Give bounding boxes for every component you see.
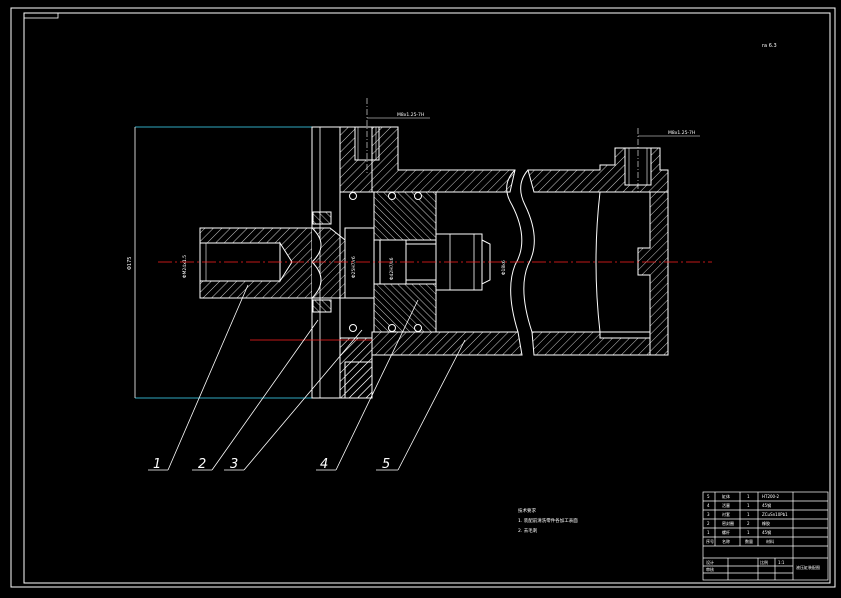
title-block-scale-label: 比例 (760, 559, 768, 565)
callout-1: 1 (153, 457, 161, 472)
screw: ΦM24x1.5 Φ25H7/r6 (182, 227, 375, 299)
tap-left-label: M8x1.25-7H (397, 112, 424, 118)
row-5-name: 缸体 (722, 493, 730, 499)
piston: Φ42H7/k6 (373, 191, 437, 333)
row-5-mat: HT200-2 (762, 494, 780, 499)
row-4-name: 活塞 (722, 502, 730, 508)
callout-4: 4 (320, 457, 328, 472)
callout-2: 2 (198, 457, 206, 472)
tap-right-label: M8x1.25-7H (668, 130, 695, 136)
row-4-mat: 45钢 (762, 502, 771, 508)
callout-5: 5 (382, 457, 390, 472)
title-block-title: 液压缸装配图 (796, 564, 820, 570)
header-name: 名称 (722, 538, 730, 544)
parts-table-text: 5 缸体 1 HT200-2 4 活塞 1 45钢 3 衬套 1 ZCuSn10… (706, 493, 820, 572)
outer-frame (10, 7, 836, 588)
sleeve-dia-label: Φ42H7/k6 (389, 257, 395, 280)
tech-note-2: 2. 去毛刺 (518, 527, 538, 534)
row-1-qty: 1 (747, 530, 750, 535)
row-3-no: 3 (707, 512, 710, 517)
row-1-name: 螺杆 (722, 529, 730, 535)
row-3-mat: ZCuSn10Pb1 (762, 512, 788, 517)
corner-note: ra 6.3 (762, 43, 777, 49)
parts-table (702, 491, 829, 581)
overall-dia-label: Φ175 (127, 257, 133, 270)
tech-notes-title: 技术要求 (518, 507, 536, 514)
row-1-mat: 45钢 (762, 529, 771, 535)
row-2-name: 密封圈 (722, 520, 734, 526)
row-5-qty: 1 (747, 494, 750, 499)
row-2-mat: 橡胶 (762, 520, 770, 526)
row-5-no: 5 (707, 494, 710, 499)
row-4-no: 4 (707, 503, 710, 508)
row-4-qty: 1 (747, 503, 750, 508)
row-2-qty: 2 (747, 521, 750, 526)
technical-notes: 技术要求 1. 装配前清洗零件各加工表面 2. 去毛刺 (518, 507, 578, 534)
header-qty: 数量 (745, 538, 753, 544)
header-mat: 材料 (766, 538, 774, 544)
callout-leaders (148, 284, 466, 471)
inner-frame (23, 12, 831, 584)
title-block-checker: 审核 (706, 566, 714, 572)
overall-dimension: Φ175 (127, 126, 312, 399)
tapped-hole-right: M8x1.25-7H (624, 128, 700, 192)
stem-dia-label: Φ18k6 (501, 260, 507, 275)
pin-dia-label: Φ25H7/r6 (351, 256, 357, 278)
row-1-no: 1 (707, 530, 710, 535)
bore-dia-label: ΦM24x1.5 (182, 255, 188, 278)
tech-note-1: 1. 装配前清洗零件各加工表面 (518, 517, 578, 524)
top-left-tag-box (23, 12, 59, 19)
seals (312, 192, 422, 332)
row-3-name: 衬套 (722, 511, 730, 517)
row-3-qty: 1 (747, 512, 750, 517)
title-block-scale: 1:1 (778, 560, 785, 565)
title-block-designer: 设计 (706, 559, 714, 565)
callout-3: 3 (230, 457, 238, 472)
row-2-no: 2 (707, 521, 710, 526)
header-no: 序号 (706, 538, 714, 544)
